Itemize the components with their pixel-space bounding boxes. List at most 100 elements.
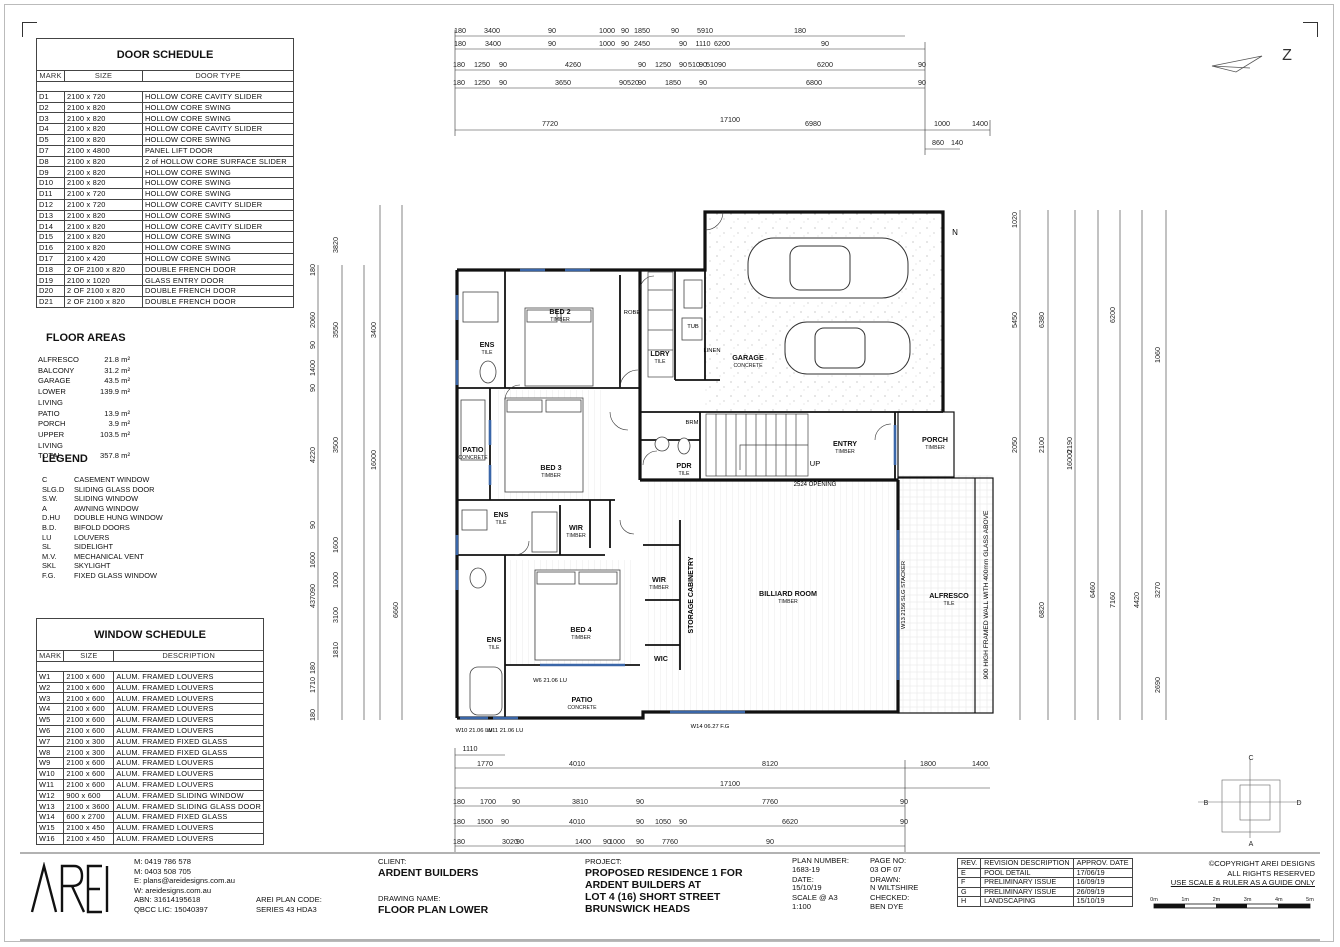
dimension-label: 2190 — [1065, 437, 1074, 453]
dimension-label: 1400 — [575, 837, 591, 846]
dimension-label: 90 — [548, 26, 556, 35]
room-name-patio1: PATIO — [463, 445, 484, 454]
scale-note: USE SCALE & RULER AS A GUIDE ONLY — [1170, 878, 1315, 888]
dimension-label: 1400 — [972, 119, 988, 128]
legend-code: S.W. — [42, 494, 58, 504]
drawing-name-block: DRAWING NAME: FLOOR PLAN LOWER — [378, 894, 488, 916]
table-cell: HOLLOW CORE CAVITY SLIDER — [142, 123, 294, 135]
table-cell: HOLLOW CORE CAVITY SLIDER — [142, 198, 294, 211]
stair-up-label: UP — [810, 459, 820, 468]
table-cell: HOLLOW CORE SWING — [142, 133, 294, 146]
room-name-wic: WIC — [654, 654, 668, 663]
dimension-label: 180 — [453, 817, 465, 826]
room-name-ens3: ENS — [487, 635, 502, 644]
dimension-label: 90 — [621, 39, 629, 48]
dimension-label: 3400 — [485, 39, 501, 48]
legend-description: FIXED GLASS WINDOW — [74, 570, 157, 580]
dimension-label: 1600 — [308, 552, 317, 568]
dimension-label: 520 — [627, 78, 639, 87]
legend-row: M.V.MECHANICAL VENT — [42, 552, 163, 562]
dimension-label: 2450 — [634, 39, 650, 48]
date-label: DATE: — [792, 874, 814, 884]
dimension-label: 2690 — [1153, 677, 1162, 693]
room-name-wir2: WIR — [652, 575, 667, 584]
project-label: PROJECT: — [585, 857, 622, 866]
room-finish-billiard: TIMBER — [778, 599, 798, 605]
phone-1: M: 0419 786 578 — [134, 857, 191, 866]
dimension-label: 2060 — [308, 312, 317, 328]
dimension-label: 90 — [679, 60, 687, 69]
legend-code: SKL — [42, 561, 56, 571]
room-name-ens2: ENS — [494, 510, 509, 519]
dimension-label: 1810 — [331, 642, 340, 658]
dimension-label: 3020 — [502, 837, 518, 846]
dimension-label: 1000 — [609, 837, 625, 846]
dimension-label: 1110 — [463, 744, 478, 753]
dimension-label: 1850 — [634, 26, 650, 35]
legend-description: DOUBLE HUNG WINDOW — [74, 513, 163, 523]
dimension-label: 16000 — [1065, 450, 1074, 470]
dimension-label: 6200 — [714, 39, 730, 48]
legend-title: LEGEND — [42, 453, 88, 465]
area-value: 21.8 m² — [104, 355, 130, 364]
dimension-label: 90 — [499, 78, 507, 87]
room-finish-pdr: TILE — [679, 471, 690, 477]
dimension-label: 510 — [688, 60, 700, 69]
room-name-ens1: ENS — [480, 340, 495, 349]
dimension-label: 16000 — [369, 450, 378, 470]
linen-label: LINEN — [703, 348, 720, 354]
legend-description: SLIDING WINDOW — [74, 494, 139, 504]
dimension-label: 180 — [794, 26, 806, 35]
dimension-label: 90 — [900, 797, 908, 806]
dimension-label: 6460 — [1088, 582, 1097, 598]
dimension-label: 6620 — [782, 817, 798, 826]
dimension-label: 90 — [821, 39, 829, 48]
dimension-label: 90 — [699, 78, 707, 87]
legend-code: M.V. — [42, 551, 57, 561]
room-name-bed3: BED 3 — [540, 463, 561, 472]
compass-c: C — [1248, 755, 1253, 762]
dimension-label: 1000 — [599, 26, 615, 35]
legend-row: F.G.FIXED GLASS WINDOW — [42, 571, 163, 581]
dimension-label: 3100 — [331, 607, 340, 623]
dimension-label: 90 — [718, 60, 726, 69]
table-cell: W16 — [35, 832, 65, 845]
checked-label: CHECKED: — [870, 893, 910, 903]
room-name-porch: PORCH — [922, 435, 948, 444]
dimension-label: 17100 — [720, 779, 740, 788]
sheet-border — [4, 4, 1334, 942]
legend-code: LU — [42, 532, 52, 542]
project-line: BRUNSWICK HEADS — [585, 902, 690, 915]
dimension-label: 1500 — [477, 817, 493, 826]
dimension-label: 17100 — [720, 115, 740, 124]
windows — [455, 268, 900, 720]
revision-cell: H — [956, 896, 982, 907]
room-name-pdr: PDR — [676, 461, 692, 470]
robe-label: ROBE — [624, 310, 641, 316]
dimension-label: 2100 — [1037, 437, 1046, 453]
dimension-label: 90 — [679, 817, 687, 826]
car-icon — [747, 237, 911, 375]
dimension-label: 3650 — [555, 78, 571, 87]
date: 15/10/19 — [792, 883, 822, 893]
dimension-label: 90 — [766, 837, 774, 846]
dimension-label: 3500 — [331, 437, 340, 453]
dimension-label: 1050 — [655, 817, 671, 826]
dimension-label: 860 — [932, 138, 944, 147]
glass-wall-label: 900 HIGH FRAMED WALL WITH 400mm GLASS AB… — [983, 510, 990, 679]
revision-cell: LANDSCAPING — [980, 896, 1074, 907]
dimension-label: 1020 — [1010, 212, 1019, 228]
